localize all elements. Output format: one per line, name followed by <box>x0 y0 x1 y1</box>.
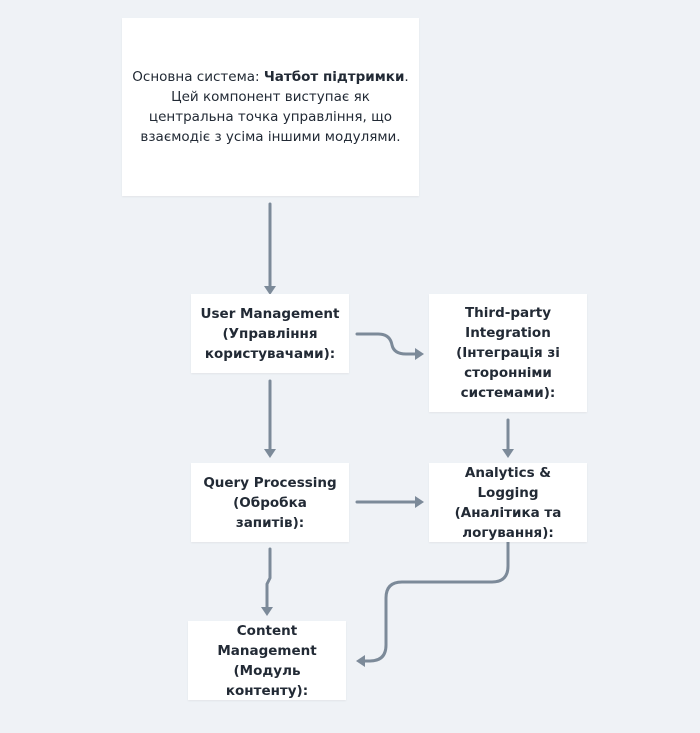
edge-query-to-analytics <box>355 496 424 508</box>
node-main-suffix: . Цей компонент виступає як центральна т… <box>140 69 409 145</box>
edge-main-to-user <box>264 202 276 295</box>
edge-query-to-content <box>261 547 273 616</box>
node-content-management-label: Content Management (Модуль контенту): <box>217 622 317 699</box>
node-main-prefix: Основна система: <box>132 69 264 85</box>
node-query-processing-label: Query Processing (Обробка запитів): <box>203 474 337 531</box>
node-main-system: Основна система: Чатбот підтримки. Цей к… <box>122 18 419 196</box>
node-third-party-label: Third-party Integration (Інтеграція зі с… <box>456 305 560 401</box>
node-third-party-integration: Third-party Integration (Інтеграція зі с… <box>429 294 587 412</box>
edge-user-to-third <box>355 332 424 360</box>
node-user-management: User Management (Управління користувачам… <box>191 294 349 373</box>
edge-user-to-query <box>264 379 276 458</box>
edge-third-to-analytics <box>502 418 514 458</box>
node-user-management-label: User Management (Управління користувачам… <box>200 305 340 362</box>
node-main-bold: Чатбот підтримки <box>263 69 405 85</box>
edge-analytics-to-content <box>356 532 514 667</box>
node-query-processing: Query Processing (Обробка запитів): <box>191 463 349 542</box>
node-analytics-logging-label: Analytics & Logging (Аналітика та логува… <box>454 464 562 541</box>
node-main-text: Основна система: Чатбот підтримки. Цей к… <box>132 67 409 147</box>
node-analytics-logging: Analytics & Logging (Аналітика та логува… <box>429 463 587 542</box>
node-content-management: Content Management (Модуль контенту): <box>188 621 346 700</box>
